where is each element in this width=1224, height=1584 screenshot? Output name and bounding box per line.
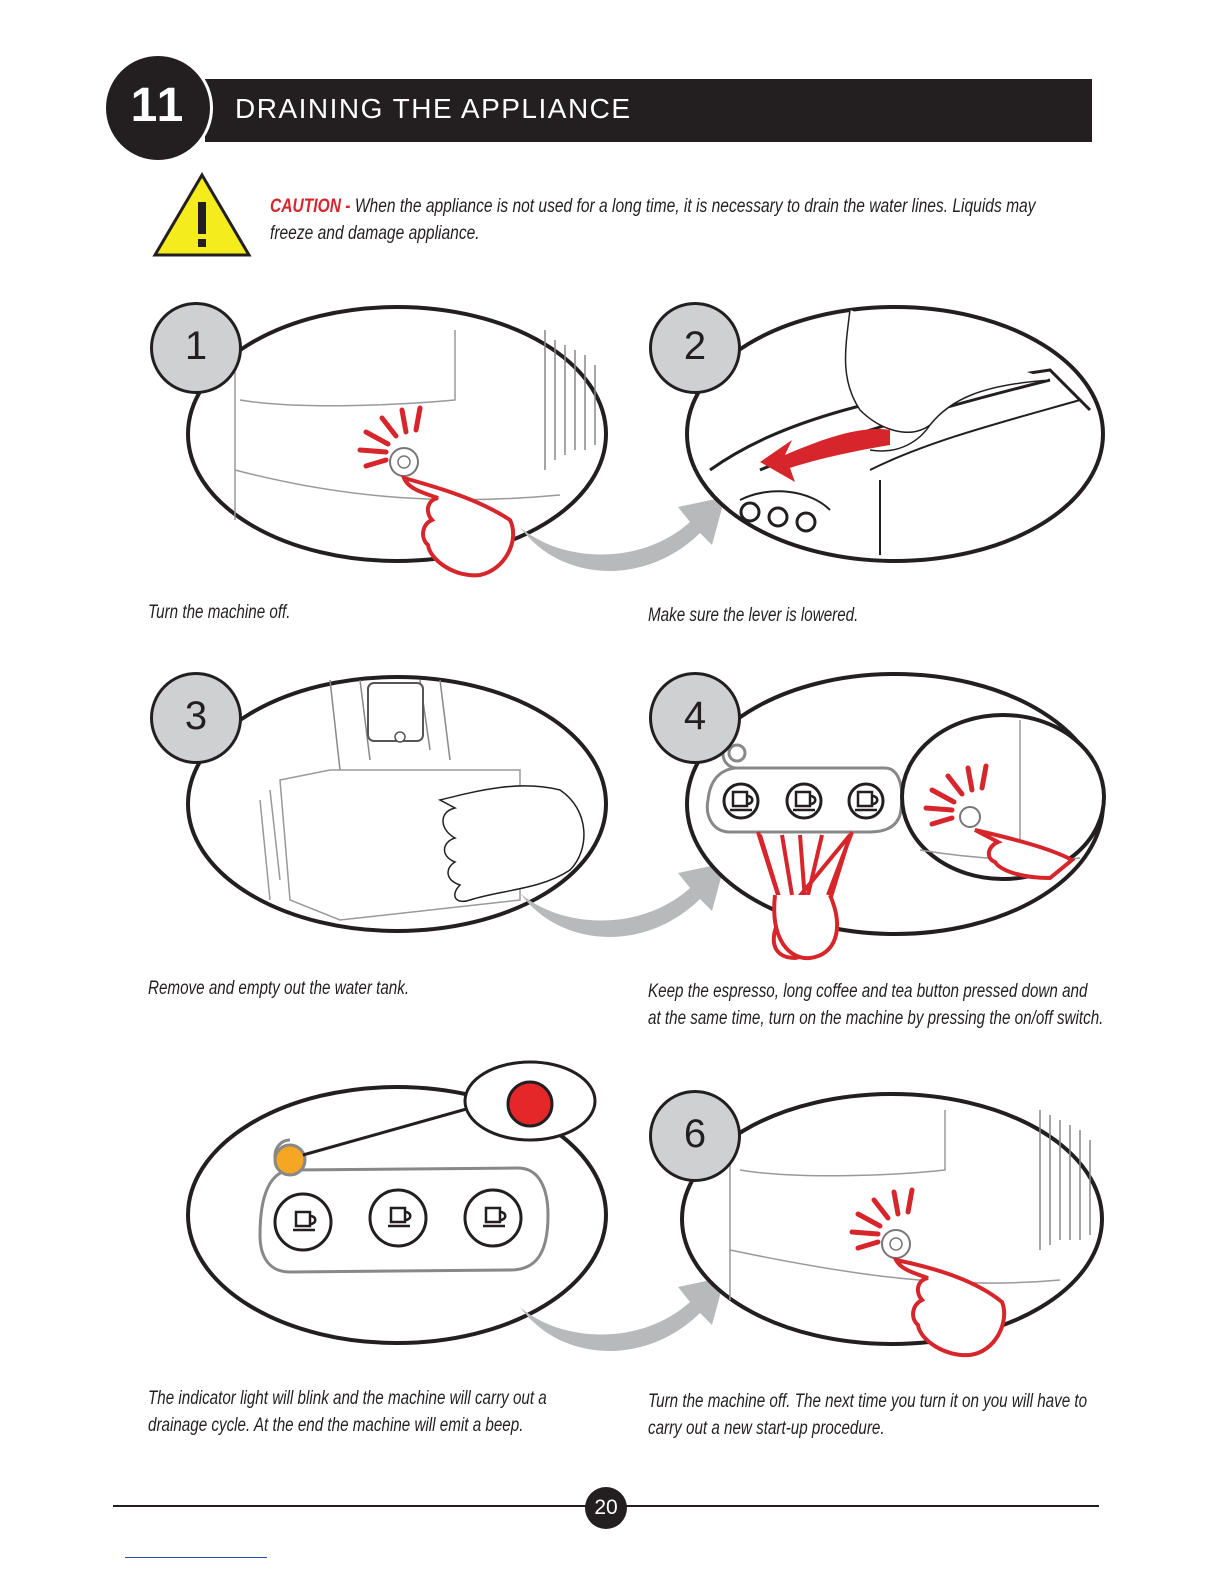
step-3-caption: Remove and empty out the water tank. [148,975,409,1002]
step-6-illustration [682,1094,1102,1355]
step-5-illustration [188,1062,606,1343]
step-2-illustration [687,307,1103,561]
step-4-caption-line1: Keep the espresso, long coffee and tea b… [648,978,1087,1005]
indicator-light [275,1145,305,1175]
step-2-caption: Make sure the lever is lowered. [648,602,858,629]
page-number: 20 [585,1496,627,1520]
step-3-illustration [188,677,606,931]
step-4-number: 4 [649,694,741,739]
step-4-caption-line2: at the same time, turn on the machine by… [648,1005,1103,1032]
step-1-number: 1 [150,324,242,369]
footer-link-underline[interactable] [125,1557,267,1558]
step-1-caption: Turn the machine off. [148,599,291,626]
step-2-number: 2 [649,324,741,369]
step-1-illustration [188,307,606,575]
step-5-caption-line1: The indicator light will blink and the m… [148,1385,547,1412]
step-6-caption-line1: Turn the machine off. The next time you … [648,1388,1087,1415]
step-6-caption-line2: carry out a new start-up procedure. [648,1415,885,1442]
step-5-caption-line2: drainage cycle. At the end the machine w… [148,1412,523,1439]
indicator-light-zoom [508,1082,552,1126]
step-4-illustration [687,674,1104,958]
step-3-number: 3 [150,694,242,739]
step-6-number: 6 [649,1112,741,1157]
